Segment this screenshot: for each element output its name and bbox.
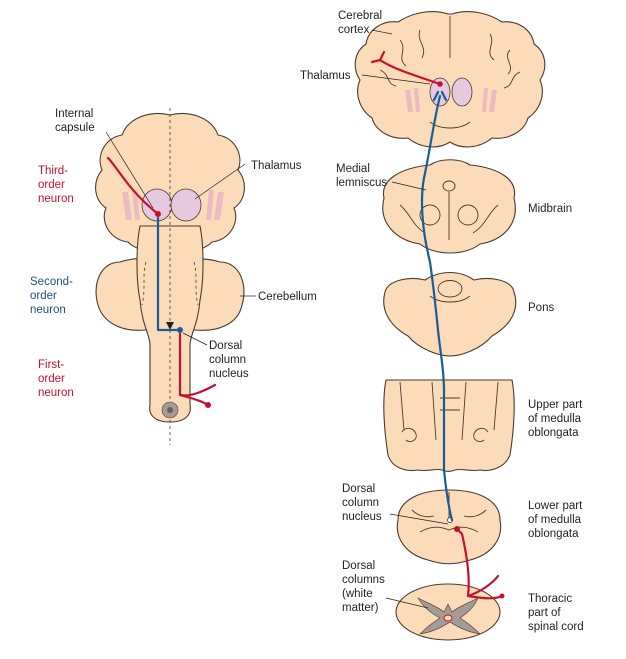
label-medial-lemniscus: Medial lemniscus [336,163,387,189]
label-midbrain: Midbrain [528,203,572,215]
label-second-order-neuron: Second- order neuron [30,276,76,316]
label-cerebellum: Cerebellum [258,291,317,303]
left-second-order-neuron [156,216,182,332]
label-left-thalamus: Thalamus [251,160,302,172]
label-third-order-neuron: Third- order neuron [38,165,74,205]
label-right-thalamus: Thalamus [300,70,351,82]
label-internal-capsule: Internal capsule [55,108,97,134]
right-first-order-neuron [454,526,470,598]
section-thoracic-cord [395,583,501,641]
section-cerebrum [354,11,546,148]
right-third-order-neuron [378,58,442,86]
section-midbrain [382,159,516,254]
left-third-order-neuron [106,156,160,216]
label-cerebral-cortex: Cerebral cortex [338,10,385,36]
section-upper-medulla [383,379,515,473]
label-right-dorsal-column-nucleus: Dorsal column nucleus [342,483,382,523]
label-first-order-neuron: First- order neuron [38,359,74,399]
label-dorsal-columns: Dorsal columns (white matter) [342,560,388,614]
label-lower-medulla: Lower part of medulla oblongata [528,500,586,540]
label-upper-medulla: Upper part of medulla oblongata [528,399,586,439]
left-basal-nuclei [122,190,224,220]
right-medial-lemniscus [420,90,454,522]
label-pons: Pons [528,302,554,314]
right-leader-lines [361,29,449,609]
left-midline-arrow [166,322,174,330]
section-pons [383,271,517,357]
label-thoracic-cord: Thoracic part of spinal cord [528,593,584,633]
section-lower-medulla [396,489,502,565]
left-thalamus-right [170,188,202,222]
left-brainstem-view [95,108,256,445]
label-left-dorsal-column-nucleus: Dorsal column nucleus [209,340,249,380]
